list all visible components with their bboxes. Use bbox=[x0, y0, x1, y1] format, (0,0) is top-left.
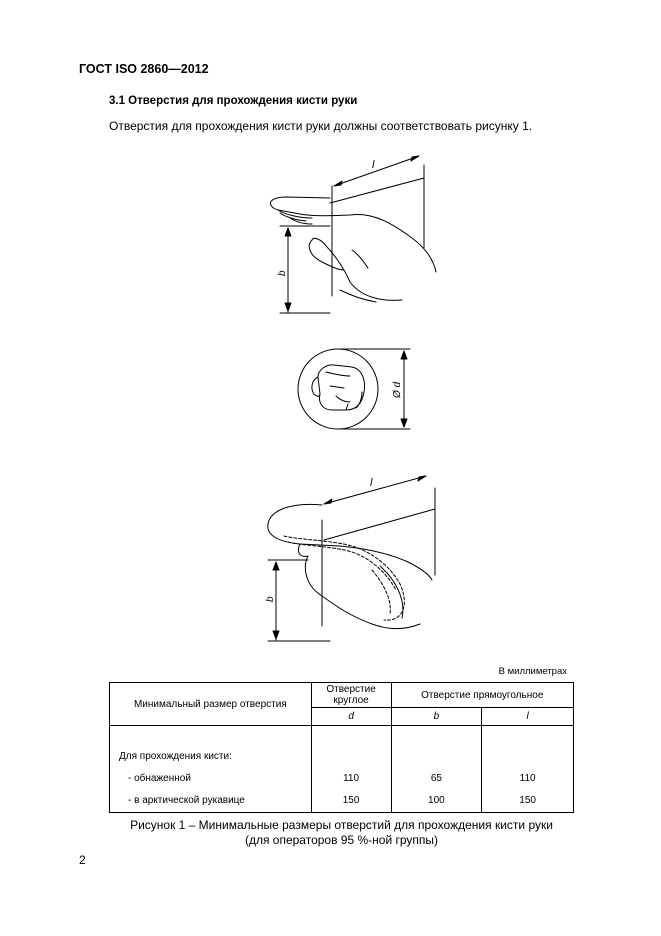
figure-hand-openings: l b Ø d bbox=[265, 155, 437, 642]
row-label-bare: - обнаженной bbox=[128, 773, 191, 784]
page-number: 2 bbox=[79, 853, 86, 867]
value-d-mitten: 150 bbox=[342, 795, 360, 806]
figure-b-fist: Ø d bbox=[297, 348, 411, 430]
caption-line-2: (для операторов 95 %-ной группы) bbox=[244, 833, 439, 847]
symbol-d: d bbox=[310, 707, 392, 726]
row-labels-cell: Для прохождения кисти: - обнаженной - в … bbox=[109, 725, 312, 813]
col-d-values: 110 150 bbox=[310, 725, 392, 813]
figure-caption: Рисунок 1 – Минимальные размеры отверсти… bbox=[109, 818, 574, 848]
dimensions-table: Минимальный размер отверстия Отверстие к… bbox=[109, 682, 575, 813]
col-l-values: 110 150 bbox=[481, 725, 574, 813]
caption-line-1: Рисунок 1 – Минимальные размеры отверсти… bbox=[130, 818, 553, 832]
row-label-mitten: - в арктической рукавице bbox=[128, 795, 245, 806]
intro-paragraph: Отверстия для прохождения кисти руки дол… bbox=[109, 119, 533, 133]
col-b-values: 65 100 bbox=[390, 725, 483, 813]
header-min-size: Минимальный размер отверстия bbox=[109, 682, 312, 726]
header-round-opening: Отверстие круглое bbox=[310, 682, 392, 708]
dimension-b-label: b bbox=[277, 270, 288, 276]
symbol-b: b bbox=[390, 707, 483, 726]
value-l-bare: 110 bbox=[519, 773, 536, 784]
value-b-bare: 65 bbox=[430, 773, 442, 784]
value-d-bare: 110 bbox=[343, 773, 360, 784]
dimension-l-label: l bbox=[372, 159, 375, 171]
standard-header: ГОСТ ISO 2860—2012 bbox=[79, 62, 209, 76]
value-b-mitten: 100 bbox=[428, 795, 445, 806]
figure-a-bare-hand: l b bbox=[270, 155, 437, 314]
section-heading: 3.1 Отверстия для прохождения кисти руки bbox=[109, 95, 358, 107]
dimension-b-label-mitten: b bbox=[265, 596, 276, 602]
symbol-l: l bbox=[481, 707, 574, 726]
units-note: В миллиметрах bbox=[498, 666, 567, 677]
dimension-d-label: Ø d bbox=[392, 381, 403, 399]
dimension-l-label-mitten: l bbox=[370, 477, 373, 489]
group-label: Для прохождения кисти: bbox=[119, 751, 232, 762]
value-l-mitten: 150 bbox=[519, 795, 536, 806]
figure-c-mitten: l b bbox=[265, 475, 436, 642]
header-rect-opening: Отверстие прямоугольное bbox=[390, 682, 575, 708]
